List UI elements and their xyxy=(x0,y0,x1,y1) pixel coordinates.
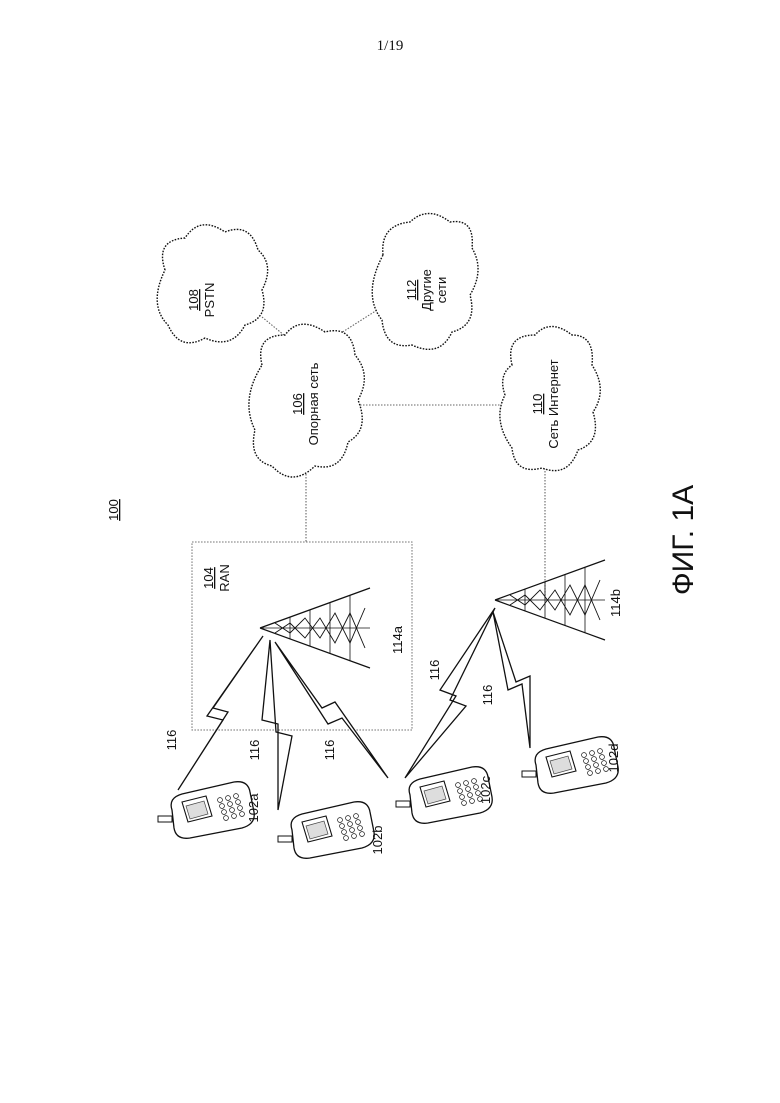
phone-d-icon xyxy=(522,737,618,794)
ran-label: RAN xyxy=(217,564,232,591)
figure-ref: 100 xyxy=(106,499,121,521)
internet-label: Сеть Интернет xyxy=(546,359,561,448)
link-label-5: 116 xyxy=(480,685,495,706)
link-label-3: 116 xyxy=(322,740,337,761)
figure-caption: ФИГ. 1A xyxy=(667,485,700,595)
device-a-label: 102a xyxy=(246,793,261,823)
other-networks-label-2: сети xyxy=(434,277,449,304)
tower-a-label: 114a xyxy=(390,625,405,654)
core-network-label: Опорная сеть xyxy=(306,362,321,445)
core-network-number: 106 xyxy=(290,393,305,415)
pstn-number: 108 xyxy=(186,289,201,311)
device-d-label: 102d xyxy=(606,744,621,773)
pstn-label: PSTN xyxy=(202,283,217,318)
other-networks-label-1: Другие xyxy=(419,269,434,311)
tower-b-icon xyxy=(495,560,605,640)
link-label-2: 116 xyxy=(247,740,262,761)
phone-b-icon xyxy=(278,802,374,859)
tower-a-icon xyxy=(260,588,370,668)
link-label-1: 116 xyxy=(164,730,179,751)
phone-a-icon xyxy=(158,782,254,839)
tower-b-label: 114b xyxy=(608,589,623,617)
device-b-label: 102b xyxy=(370,826,385,855)
ran-number: 104 xyxy=(201,567,216,589)
link-label-4: 116 xyxy=(427,660,442,681)
internet-number: 110 xyxy=(530,394,545,415)
device-c-label: 102c xyxy=(478,775,493,804)
other-networks-number: 112 xyxy=(404,280,419,301)
